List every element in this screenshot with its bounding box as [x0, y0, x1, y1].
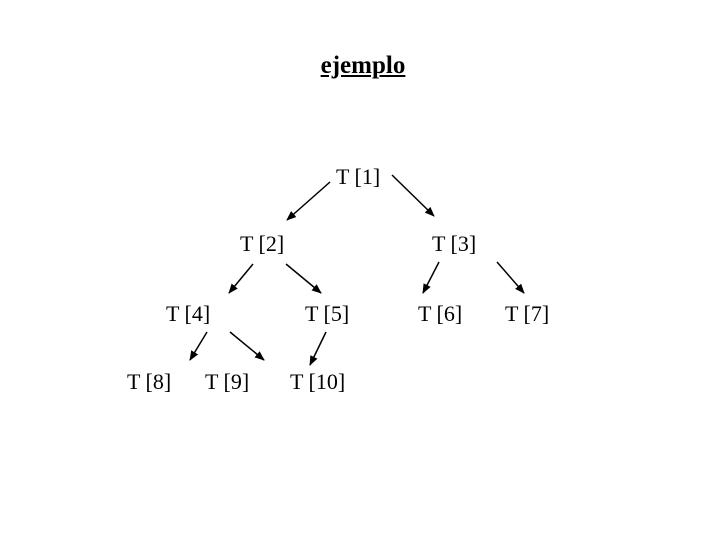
edge-2-4 — [228, 263, 254, 294]
edge-2-5 — [285, 263, 322, 294]
edge-5-10 — [309, 331, 327, 366]
edge-4-9 — [229, 331, 265, 361]
edge-4-8 — [189, 331, 208, 361]
tree-node-8: T [8] — [127, 369, 172, 394]
edge-1-2 — [286, 181, 331, 221]
edge-3-7 — [496, 261, 525, 294]
tree-node-5: T [5] — [305, 301, 350, 326]
edge-3-6 — [422, 261, 440, 294]
tree-node-1: T [1] — [336, 164, 381, 189]
tree-node-6: T [6] — [418, 301, 463, 326]
tree-node-2: T [2] — [240, 231, 285, 256]
tree-node-4: T [4] — [166, 301, 211, 326]
tree-node-9: T [9] — [205, 369, 250, 394]
tree-node-7: T [7] — [505, 301, 550, 326]
tree-node-10: T [10] — [290, 369, 346, 394]
diagram-title: ejemplo — [320, 52, 406, 79]
tree-node-3: T [3] — [432, 231, 477, 256]
edge-1-3 — [391, 174, 435, 217]
